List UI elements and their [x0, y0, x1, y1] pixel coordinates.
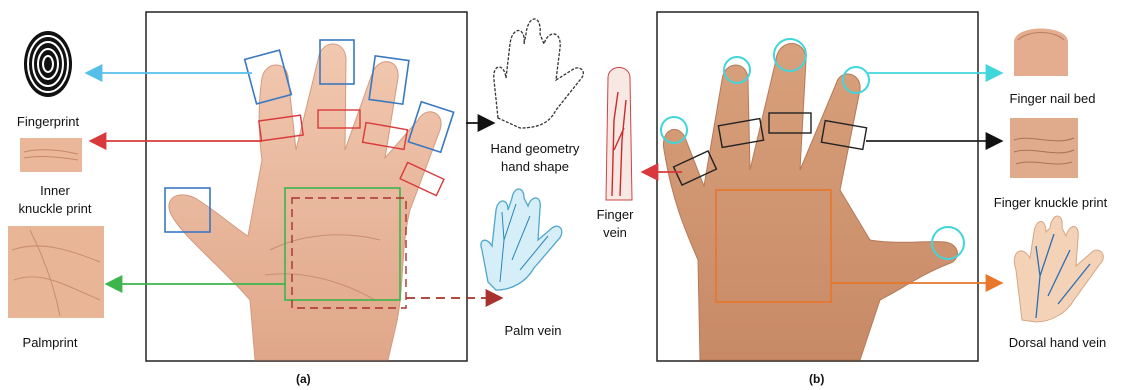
- nail-bed-thumbnail: [1014, 29, 1068, 77]
- fingerprint-thumbnail: [24, 31, 72, 97]
- panel-a-caption: (a): [296, 372, 311, 386]
- inner-knuckle-label-line1: Inner: [0, 182, 110, 199]
- finger-knuckle-thumbnail: [1010, 118, 1078, 178]
- dorsal-vein-thumbnail: [1014, 216, 1103, 322]
- finger-vein-label-line1: Finger: [585, 206, 645, 223]
- inner-knuckle-thumbnail: [20, 138, 82, 172]
- hand-geometry-outline: [494, 19, 584, 128]
- finger-vein-label-line2: vein: [585, 224, 645, 241]
- palmprint-thumbnail: [8, 226, 104, 318]
- hand-geometry-label-line1: Hand geometry: [470, 140, 600, 157]
- fingerprint-label: Fingerprint: [8, 113, 88, 130]
- finger-nail-bed-label: Finger nail bed: [990, 90, 1115, 107]
- finger-vein-illustration: [606, 68, 632, 201]
- finger-knuckle-print-label: Finger knuckle print: [978, 194, 1123, 211]
- hand-geometry-label-line2: hand shape: [470, 158, 600, 175]
- palm-vein-label: Palm vein: [478, 322, 588, 339]
- palmprint-label: Palmprint: [5, 334, 95, 351]
- palm-vein-illustration: [481, 189, 562, 290]
- inner-knuckle-label-line2: knuckle print: [0, 200, 110, 217]
- dorsal-hand-vein-label: Dorsal hand vein: [995, 334, 1120, 351]
- panel-b-caption: (b): [809, 372, 824, 386]
